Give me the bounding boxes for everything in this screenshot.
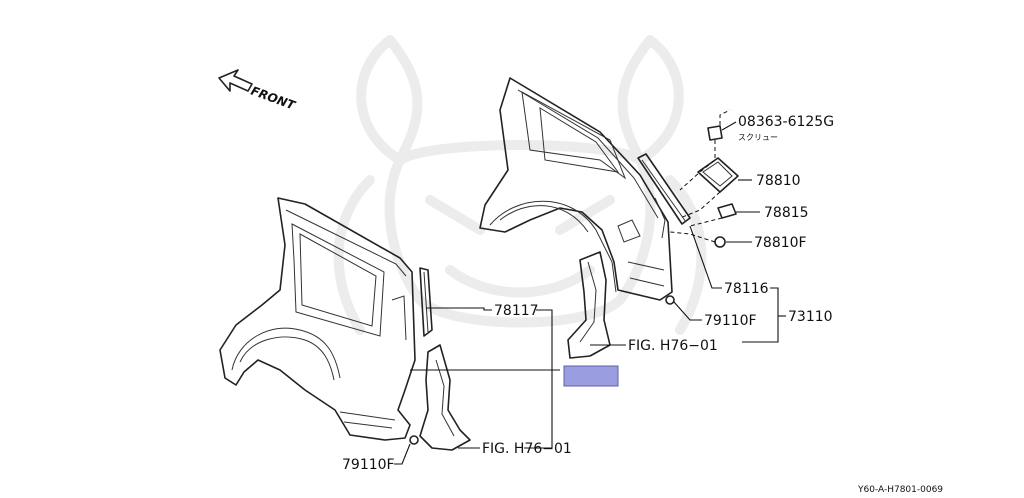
callout-lid[interactable]: 78810 <box>756 173 801 189</box>
highlight-box[interactable] <box>563 365 619 387</box>
callout-inner-rh[interactable]: 78117 <box>494 303 539 319</box>
callout-screw[interactable]: 08363-6125G <box>738 114 834 130</box>
callout-assy[interactable]: 73110 <box>788 309 833 325</box>
front-label: FRONT <box>249 84 298 113</box>
trim-strip-rh <box>637 153 691 225</box>
callout-fig-lh[interactable]: FIG. H76−01 <box>482 441 572 457</box>
rear-body-side-panel-rh <box>479 77 673 301</box>
callout-grommet-lh[interactable]: 79110F <box>342 457 395 473</box>
lid-bracket-part <box>717 203 737 219</box>
reference-code: Y60-A-H7801-0069 <box>857 485 943 495</box>
grommet-lh-part <box>409 435 419 445</box>
callout-screw-sub: スクリュー <box>738 133 778 142</box>
callout-labels: 08363-6125G スクリュー 78810 78815 78810F 781… <box>342 114 834 473</box>
inner-panel-lh <box>419 267 471 451</box>
callout-inner-lh[interactable]: 78116 <box>724 281 769 297</box>
callout-bracket[interactable]: 78815 <box>764 205 809 221</box>
grommet-rh-part <box>665 295 675 305</box>
lid-nut-part <box>714 236 726 248</box>
rear-body-side-panel-lh <box>219 197 416 441</box>
front-arrow-icon <box>218 69 253 92</box>
fuel-lid-part <box>697 157 739 193</box>
callout-grommet-rh[interactable]: 79110F <box>704 313 757 329</box>
inner-panel-rh <box>567 251 611 359</box>
callout-fig-rh[interactable]: FIG. H76−01 <box>628 338 718 354</box>
leader-lines <box>394 121 786 465</box>
fuel-lid-assembly <box>669 109 739 248</box>
screw-part <box>707 125 723 141</box>
front-direction-indicator: FRONT <box>218 69 298 113</box>
callout-nut[interactable]: 78810F <box>754 235 807 251</box>
